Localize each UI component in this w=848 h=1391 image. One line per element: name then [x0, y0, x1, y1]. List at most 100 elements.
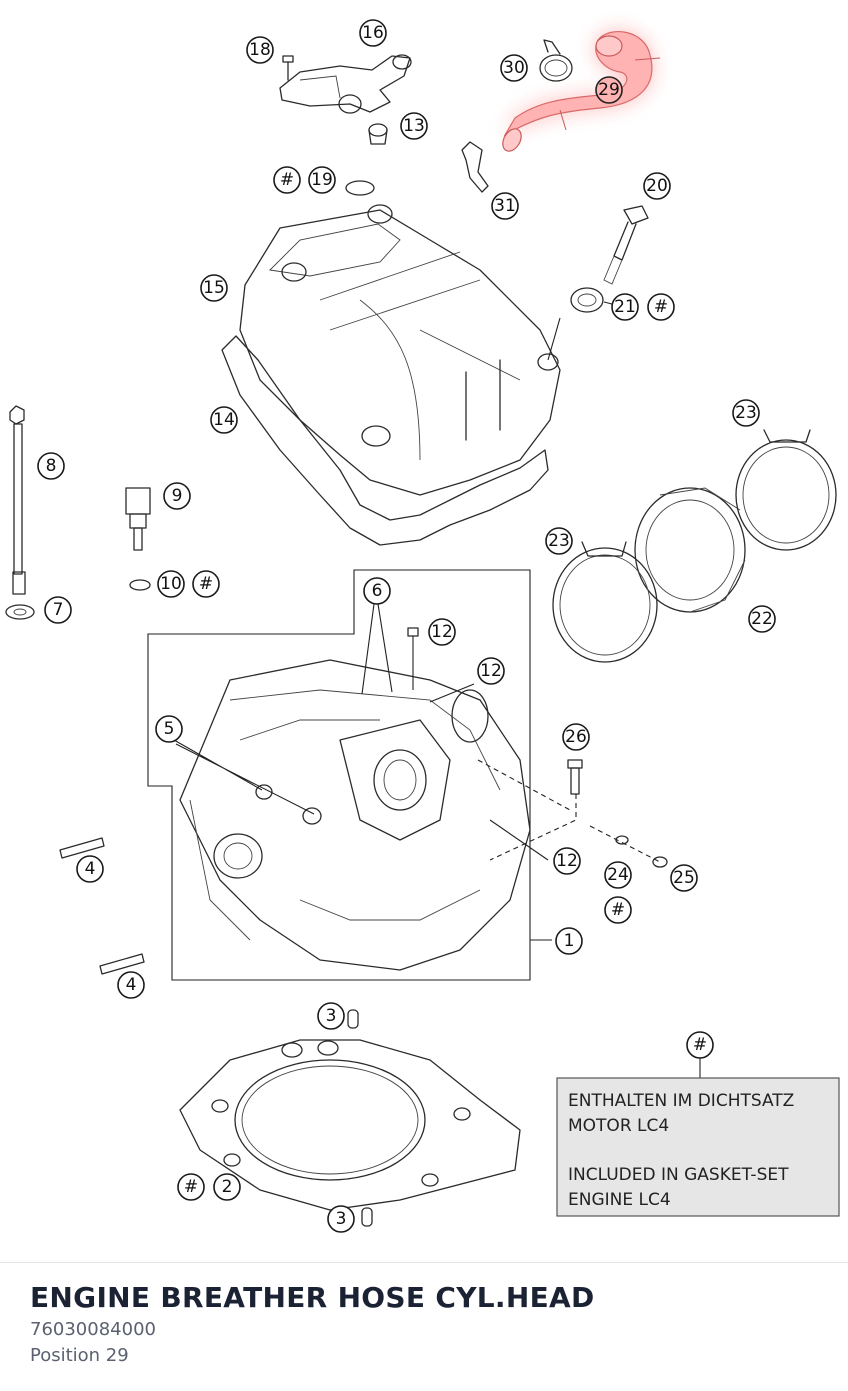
- callout-21-gasket-mark[interactable]: #: [647, 293, 675, 321]
- callout-9[interactable]: 9: [163, 482, 191, 510]
- svg-text:2: 2: [222, 1177, 233, 1197]
- dowel-part-3-upper[interactable]: [347, 1009, 359, 1029]
- dowel-pin-part-4-lower[interactable]: [99, 953, 145, 975]
- svg-text:13: 13: [403, 116, 425, 136]
- screw-part-18[interactable]: [282, 55, 294, 81]
- leader-lines: [173, 301, 701, 1078]
- svg-text:23: 23: [735, 403, 757, 423]
- callout-16[interactable]: 16: [359, 19, 387, 47]
- svg-text:19: 19: [311, 170, 333, 190]
- note-line-1: ENTHALTEN IM DICHTSATZ: [568, 1091, 794, 1111]
- svg-text:10: 10: [160, 574, 182, 594]
- temperature-sensor-part-9[interactable]: [125, 487, 151, 551]
- callout-13[interactable]: 13: [400, 112, 428, 140]
- head-gasket-part-2[interactable]: [179, 1039, 521, 1211]
- svg-text:#: #: [693, 1035, 707, 1055]
- callout-18[interactable]: 18: [246, 36, 274, 64]
- callout-3-upper[interactable]: 3: [317, 1002, 345, 1030]
- callout-22[interactable]: 22: [748, 605, 776, 633]
- hose-clamp-part-30[interactable]: [539, 39, 573, 82]
- dowel-pin-part-4-upper[interactable]: [59, 837, 105, 859]
- callout-21[interactable]: 21: [611, 293, 639, 321]
- callout-14[interactable]: 14: [210, 406, 238, 434]
- svg-text:18: 18: [249, 40, 271, 60]
- part-info-panel: ENGINE BREATHER HOSE CYL.HEAD 7603008400…: [0, 1262, 848, 1391]
- hose-clamp-part-23-lower[interactable]: [552, 541, 658, 663]
- washer-part-7[interactable]: [5, 604, 35, 620]
- exploded-parts-diagram: ENTHALTEN IM DICHTSATZ MOTOR LC4 INCLUDE…: [5, 19, 840, 1233]
- dash-line-25: [589, 825, 661, 863]
- callout-8[interactable]: 8: [37, 452, 65, 480]
- seal-ring-part-21[interactable]: [570, 287, 604, 313]
- callout-2-gasket-mark[interactable]: #: [177, 1173, 205, 1201]
- svg-text:21: 21: [614, 297, 636, 317]
- callout-6[interactable]: 6: [363, 577, 391, 605]
- callout-29-highlighted[interactable]: 29: [595, 76, 623, 104]
- svg-text:8: 8: [46, 456, 57, 476]
- svg-text:#: #: [199, 574, 213, 594]
- svg-text:16: 16: [362, 23, 384, 43]
- clip-part-31[interactable]: [461, 141, 489, 193]
- svg-text:7: 7: [53, 600, 64, 620]
- svg-text:24: 24: [607, 865, 629, 885]
- stud-bolt-part-8[interactable]: [9, 405, 26, 595]
- bolt-part-26[interactable]: [567, 759, 583, 795]
- callout-12-top[interactable]: 12: [428, 618, 456, 646]
- callout-23-lower[interactable]: 23: [545, 527, 573, 555]
- dowel-part-3-lower[interactable]: [361, 1207, 373, 1227]
- svg-text:31: 31: [494, 196, 516, 216]
- callout-3-lower[interactable]: 3: [327, 1205, 355, 1233]
- svg-text:14: 14: [213, 410, 235, 430]
- callout-26[interactable]: 26: [562, 723, 590, 751]
- svg-text:#: #: [611, 900, 625, 920]
- callout-20[interactable]: 20: [643, 172, 671, 200]
- svg-text:26: 26: [565, 727, 587, 747]
- callout-4-lower[interactable]: 4: [117, 971, 145, 999]
- svg-text:15: 15: [203, 278, 225, 298]
- callout-10-gasket-mark[interactable]: #: [192, 570, 220, 598]
- callout-23-upper[interactable]: 23: [732, 399, 760, 427]
- part-number: 76030084000: [30, 1319, 156, 1340]
- valve-cover-part-15[interactable]: [239, 204, 561, 496]
- breather-hose-part-29-highlight[interactable]: [499, 31, 661, 155]
- callout-31[interactable]: 31: [491, 192, 519, 220]
- cylinder-head-part-1[interactable]: [179, 659, 531, 971]
- callout-24-gasket-mark[interactable]: #: [604, 896, 632, 924]
- bolt-part-20[interactable]: [603, 205, 649, 285]
- part-title: ENGINE BREATHER HOSE CYL.HEAD: [30, 1281, 595, 1314]
- svg-text:6: 6: [372, 581, 383, 601]
- callout-2[interactable]: 2: [213, 1173, 241, 1201]
- callout-19-gasket-mark[interactable]: #: [273, 166, 301, 194]
- o-ring-part-19[interactable]: [345, 180, 375, 196]
- screw-part-25[interactable]: [652, 856, 668, 868]
- svg-text:#: #: [280, 170, 294, 190]
- svg-text:20: 20: [646, 176, 668, 196]
- o-ring-part-10[interactable]: [129, 579, 151, 591]
- gasket-set-note-box: ENTHALTEN IM DICHTSATZ MOTOR LC4 INCLUDE…: [556, 1077, 840, 1217]
- callout-12-middle[interactable]: 12: [477, 657, 505, 685]
- svg-text:22: 22: [751, 609, 773, 629]
- callout-15[interactable]: 15: [200, 274, 228, 302]
- callout-5[interactable]: 5: [155, 715, 183, 743]
- coolant-housing-part-16[interactable]: [279, 54, 412, 114]
- callout-10[interactable]: 10: [157, 570, 185, 598]
- callout-24[interactable]: 24: [604, 861, 632, 889]
- washer-part-24[interactable]: [615, 835, 629, 845]
- callout-30[interactable]: 30: [500, 54, 528, 82]
- callout-12-bottom[interactable]: 12: [553, 847, 581, 875]
- callout-7[interactable]: 7: [44, 596, 72, 624]
- callout-4-upper[interactable]: 4: [76, 855, 104, 883]
- callout-1[interactable]: 1: [555, 927, 583, 955]
- valve-cover-gasket-part-14[interactable]: [221, 335, 549, 546]
- callout-25[interactable]: 25: [670, 864, 698, 892]
- svg-text:29: 29: [598, 80, 620, 100]
- svg-text:5: 5: [164, 719, 175, 739]
- svg-text:23: 23: [548, 531, 570, 551]
- svg-text:3: 3: [326, 1006, 337, 1026]
- callout-19[interactable]: 19: [308, 166, 336, 194]
- note-line-3: INCLUDED IN GASKET-SET: [568, 1165, 789, 1185]
- screw-part-12-top[interactable]: [407, 627, 419, 690]
- hose-clamp-part-23-upper[interactable]: [735, 429, 837, 551]
- plug-part-13[interactable]: [368, 123, 388, 145]
- intake-boot-part-22[interactable]: [634, 487, 746, 613]
